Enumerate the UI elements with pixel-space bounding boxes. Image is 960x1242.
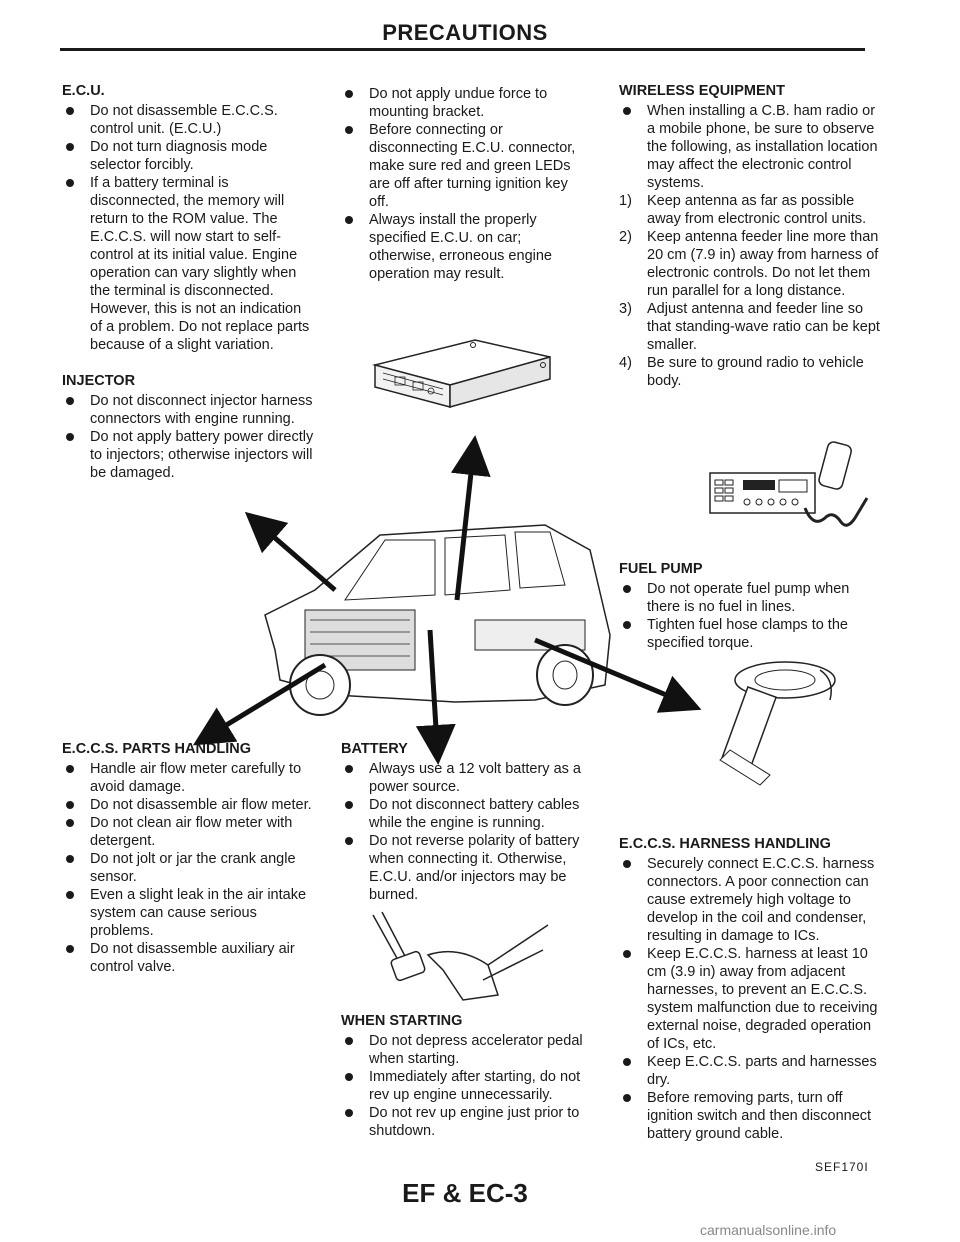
starting-item: Do not rev up engine just prior to shutd… [341,1104,591,1140]
battery-section: BATTERY Always use a 12 volt battery as … [341,740,591,904]
parts-item: Do not jolt or jar the crank angle senso… [62,850,317,886]
harness-section: E.C.C.S. HARNESS HANDLING Securely conne… [619,835,884,1143]
parts-item: Even a slight leak in the air intake sys… [62,886,317,940]
radio-illustration [709,441,869,527]
wireless-heading: WIRELESS EQUIPMENT [619,83,785,99]
title-rule [60,48,865,51]
wireless-step: 2) Keep antenna feeder line more than 20 … [619,228,884,300]
mounting-item: Before connecting or disconnecting E.C.U… [341,121,591,211]
ecu-item: Do not turn diagnosis mode selector forc… [62,138,317,174]
mounting-item: Always install the properly specified E.… [341,211,591,283]
wireless-section: WIRELESS EQUIPMENT When installing a C.B… [619,82,884,390]
parts-item: Do not disassemble air flow meter. [62,796,317,814]
starting-section: WHEN STARTING Do not depress accelerator… [341,1012,591,1140]
harness-heading: E.C.C.S. HARNESS HANDLING [619,836,831,852]
step-text: Adjust antenna and feeder line so that s… [647,301,880,353]
fuel-pump-item: Tighten fuel hose clamps to the specifie… [619,616,884,652]
starting-heading: WHEN STARTING [341,1013,463,1029]
step-text: Keep antenna as far as possible away fro… [647,193,867,227]
accelerator-pedal-illustration [372,911,549,1001]
step-number: 2) [619,229,632,245]
parts-item: Do not clean air flow meter with deterge… [62,814,317,850]
wireless-step: 3) Adjust antenna and feeder line so that… [619,300,884,354]
ecu-item: If a battery terminal is disconnected, t… [62,174,317,354]
fuel-pump-item: Do not operate fuel pump when there is n… [619,580,884,616]
fuel-pump-section: FUEL PUMP Do not operate fuel pump when … [619,560,884,652]
harness-item: Keep E.C.C.S. parts and harnesses dry. [619,1053,884,1089]
starting-item: Immediately after starting, do not rev u… [341,1068,591,1104]
watermark: carmanualsonline.info [700,1222,837,1238]
vehicle-illustration [192,435,702,765]
mounting-item: Do not apply undue force to mounting bra… [341,85,591,121]
parts-handling-section: E.C.C.S. PARTS HANDLING Handle air flow … [62,740,317,976]
ecu-item: Do not disassemble E.C.C.S. control unit… [62,102,317,138]
wireless-step: 4) Be sure to ground radio to vehicle bod… [619,354,884,390]
harness-item: Keep E.C.C.S. harness at least 10 cm (3.… [619,945,884,1053]
battery-item: Always use a 12 volt battery as a power … [341,760,591,796]
injector-item: Do not disconnect injector harness conne… [62,392,317,428]
parts-item: Handle air flow meter carefully to avoid… [62,760,317,796]
starting-item: Do not depress accelerator pedal when st… [341,1032,591,1068]
harness-item: Securely connect E.C.C.S. harness connec… [619,855,884,945]
battery-item: Do not reverse polarity of battery when … [341,832,591,904]
step-text: Keep antenna feeder line more than 20 cm… [647,229,879,299]
page-title: PRECAUTIONS [382,20,548,45]
harness-item: Before removing parts, turn off ignition… [619,1089,884,1143]
page-number: EF & EC-3 [402,1178,528,1208]
step-text: Be sure to ground radio to vehicle body. [647,355,864,389]
battery-heading: BATTERY [341,741,408,757]
injector-item: Do not apply battery power directly to i… [62,428,317,482]
wireless-step: 1) Keep antenna as far as possible away f… [619,192,884,228]
mounting-section: Do not apply undue force to mounting bra… [341,85,591,283]
ecu-heading: E.C.U. [62,83,105,99]
wireless-intro: When installing a C.B. ham radio or a mo… [619,102,884,192]
step-number: 1) [619,193,632,209]
battery-item: Do not disconnect battery cables while t… [341,796,591,832]
step-number: 4) [619,355,632,371]
fuel-pump-illustration [719,661,836,786]
step-number: 3) [619,301,632,317]
ecu-section: E.C.U. Do not disassemble E.C.C.S. contr… [62,82,317,354]
figure-code: SEF170I [815,1160,869,1174]
parts-item: Do not disassemble auxiliary air control… [62,940,317,976]
injector-heading: INJECTOR [62,373,136,389]
injector-section: INJECTOR Do not disconnect injector harn… [62,372,317,482]
ecu-unit-illustration [372,339,551,408]
fuel-pump-heading: FUEL PUMP [619,561,703,577]
